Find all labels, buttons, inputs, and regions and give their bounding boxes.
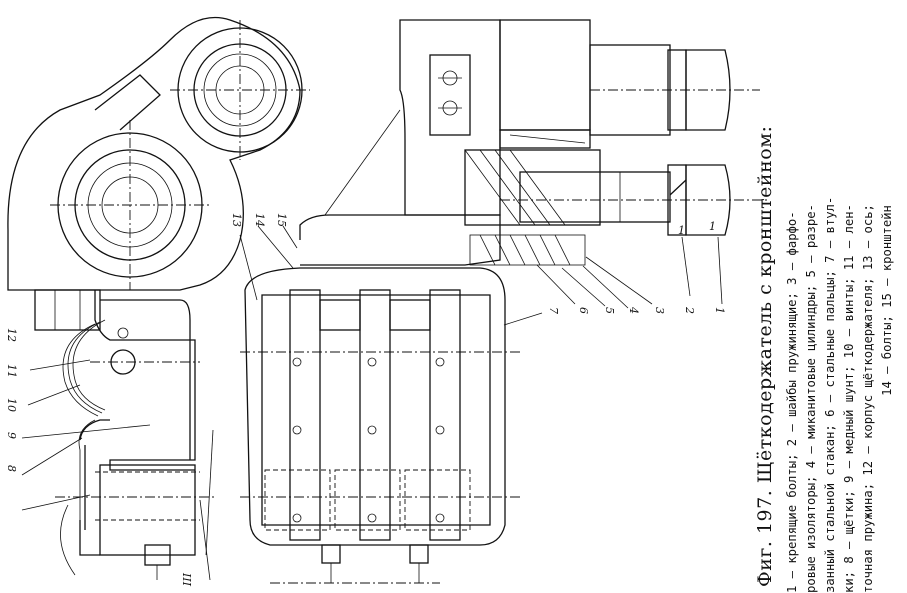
legend-line: 1 — крепящие болты; 2 — шайбы пружинящие…: [785, 211, 799, 593]
legend-line: ровые изоляторы; 4 — миканитовые цилиндр…: [804, 204, 818, 593]
callout-12: 12: [5, 328, 18, 342]
callout-11: 11: [5, 364, 18, 378]
legend-line: 14 — болты; 15 — кронштейн: [880, 205, 894, 396]
callout-5: 5: [603, 307, 616, 314]
callout-4: 4: [627, 306, 640, 314]
callout-2: 2: [683, 306, 696, 314]
figure-legend: 1 — крепящие болты; 2 — шайбы пружинящие…: [783, 0, 897, 593]
callout-15: 15: [275, 213, 288, 227]
figure-caption: Фиг. 197. Щёткодержатель с кронштейном: …: [752, 0, 907, 593]
legend-line: ки; 8 — щётки; 9 — медный шунт; 10 — вин…: [842, 204, 856, 593]
bolt-mark-b: 1: [709, 220, 716, 233]
legend-line: точная пружина; 12 — корпус щёткодержате…: [861, 204, 875, 593]
callout-13: 13: [230, 213, 243, 227]
insulator-lower: [464, 149, 601, 226]
legend-line: занный стальной стакан; 6 — стальные пал…: [823, 196, 837, 593]
callout-10: 10: [5, 398, 18, 412]
leader-12: [29, 359, 91, 371]
insulator-upper: [499, 19, 591, 131]
callout-9: 9: [5, 432, 18, 439]
side-view: 12 11 10 9 8 III: [5, 16, 310, 587]
brush-box: [99, 464, 196, 556]
bolt-mark-a: 1: [678, 224, 685, 237]
hex-nut: [34, 289, 101, 331]
callout-3: 3: [653, 307, 666, 314]
callout-8: 8: [5, 465, 18, 472]
front-view: 13 14 15 1 1 1 2 3 4 5 6 7: [230, 19, 770, 584]
dimension-mark: III: [180, 572, 193, 587]
figure-title: Фиг. 197. Щёткодержатель с кронштейном:: [754, 125, 776, 587]
callout-7: 7: [547, 307, 560, 314]
callout-6: 6: [577, 307, 590, 314]
callout-14: 14: [253, 213, 266, 227]
callout-1: 1: [713, 307, 726, 314]
